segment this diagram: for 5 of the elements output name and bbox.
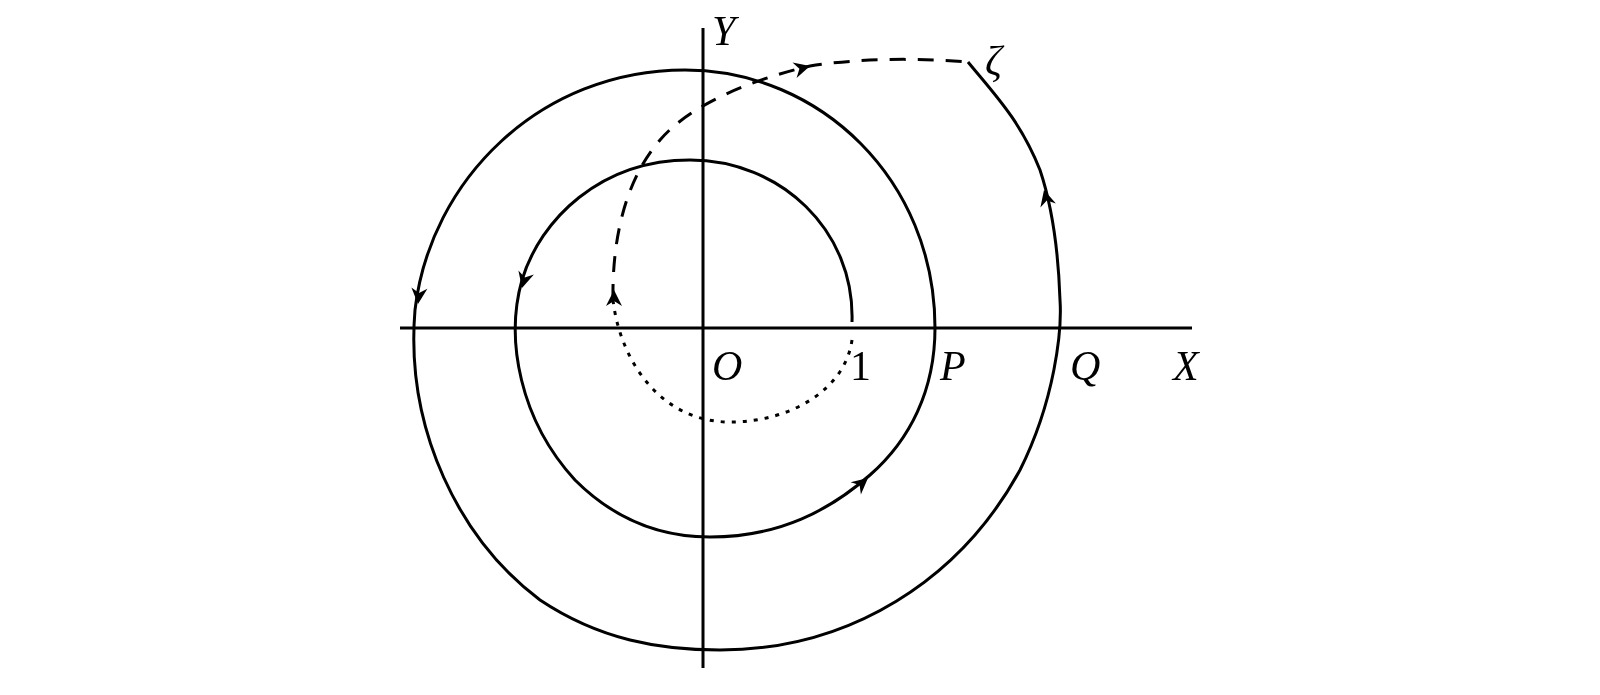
origin-label: O <box>712 345 743 387</box>
point-label: 1 <box>850 345 871 387</box>
point-label: Q <box>1070 345 1101 387</box>
point-label: P <box>940 345 966 387</box>
axis-label: X <box>1173 345 1199 387</box>
